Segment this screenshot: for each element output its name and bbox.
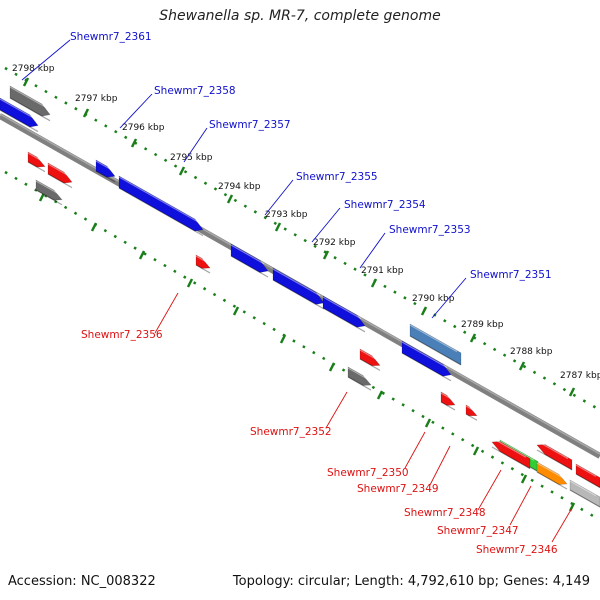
gene-block-red-6 (575, 463, 600, 489)
map-title: Shewanella sp. MR-7, complete genome (159, 8, 441, 24)
callout-line (264, 179, 294, 216)
gene-block-2354 (272, 267, 325, 310)
tick-mark (90, 222, 98, 232)
gene-block-2357 (118, 175, 204, 237)
gene-labels: Shewmr7_2361Shewmr7_2358Shewmr7_2357Shew… (70, 31, 558, 556)
gene-block-2352f (401, 340, 452, 382)
callout-line (154, 292, 179, 334)
gene-label[interactable]: Shewmr7_2348 (404, 507, 486, 519)
tick-mark (22, 77, 30, 87)
gene-label[interactable]: Shewmr7_2349 (357, 483, 439, 495)
gene-block-2357-small (95, 159, 116, 183)
gene-block-red-4 (491, 437, 531, 470)
gene-block-2353 (322, 295, 366, 333)
summary-text: Topology: circular; Length: 4,792,610 bp… (232, 574, 590, 589)
gene-block-2355 (230, 243, 269, 278)
gene-block-2350 (440, 391, 456, 411)
gene-block-2347 (536, 461, 568, 490)
tick-mark (178, 166, 186, 176)
gene-block-grey-2 (35, 179, 63, 206)
gene-block-2361 (9, 85, 51, 122)
callout-line (311, 207, 341, 243)
tick-mark (472, 446, 480, 456)
callout-line (21, 39, 71, 81)
tick-mark (469, 333, 477, 343)
kbp-label: 2792 kbp (313, 238, 356, 248)
accession-text: Accession: NC_008322 (8, 574, 156, 589)
gene-block-2358a (0, 97, 39, 133)
kbp-label: 2787 kbp (560, 371, 600, 381)
gene-label[interactable]: Shewmr7_2350 (327, 467, 409, 479)
kbp-label: 2788 kbp (510, 347, 553, 357)
tick-mark (226, 194, 234, 204)
gene-label[interactable]: Shewmr7_2351 (470, 269, 552, 281)
gene-block-2352 (347, 366, 372, 391)
tick-mark (568, 387, 576, 397)
gene-label[interactable]: Shewmr7_2357 (209, 119, 291, 131)
kbp-labels: 2798 kbp 2797 kbp 2796 kbp 2795 kbp 2794 kbp… (12, 64, 600, 381)
kbp-label: 2797 kbp (75, 94, 118, 104)
outer-tick-track (4, 66, 600, 412)
major-ticks (22, 77, 576, 512)
callout-line (509, 485, 532, 526)
gene-label[interactable]: Shewmr7_2346 (476, 544, 558, 556)
gene-block-2349 (465, 404, 478, 421)
tick-mark (138, 250, 146, 260)
tick-mark (420, 306, 428, 316)
gene-label[interactable]: Shewmr7_2352 (250, 426, 332, 438)
callout-line (325, 391, 348, 429)
gene-label[interactable]: Shewmr7_2347 (437, 525, 519, 537)
kbp-label: 2795 kbp (170, 153, 213, 163)
kbp-label: 2798 kbp (12, 64, 55, 74)
gene-label[interactable]: Shewmr7_2356 (81, 329, 163, 341)
gene-block-red-3 (359, 348, 381, 371)
gene-block-2356 (195, 254, 211, 274)
tick-mark (186, 278, 194, 288)
gene-block-red-1 (27, 151, 46, 173)
tick-mark (274, 222, 282, 232)
callout-line (477, 469, 502, 511)
gene-label[interactable]: Shewmr7_2353 (389, 224, 471, 236)
callout-line (119, 93, 153, 129)
kbp-label: 2789 kbp (461, 320, 504, 330)
gene-blocks (0, 85, 600, 508)
gene-block-red-2 (47, 162, 73, 189)
tick-mark (232, 306, 240, 316)
gene-label[interactable]: Shewmr7_2361 (70, 31, 152, 43)
tick-mark (376, 390, 384, 400)
tick-mark (279, 334, 287, 344)
kbp-label: 2791 kbp (361, 266, 404, 276)
callout-line (404, 431, 426, 469)
tick-mark (424, 418, 432, 428)
callout-line (551, 507, 573, 543)
callout-line (429, 445, 451, 486)
callout-line (431, 277, 467, 319)
gene-label[interactable]: Shewmr7_2355 (296, 171, 378, 183)
gene-block-2346 (569, 479, 600, 508)
kbp-label: 2790 kbp (412, 294, 455, 304)
gene-block-2351 (409, 323, 462, 366)
tick-mark (82, 108, 90, 118)
tick-mark (370, 278, 378, 288)
callout-lines (21, 39, 573, 543)
callout-line (183, 127, 208, 163)
tick-mark (520, 474, 528, 484)
kbp-label: 2793 kbp (265, 210, 308, 220)
gene-label[interactable]: Shewmr7_2354 (344, 199, 426, 211)
callout-line (359, 232, 386, 269)
gene-block-red-5 (536, 440, 573, 471)
gene-label[interactable]: Shewmr7_2358 (154, 85, 236, 97)
kbp-label: 2794 kbp (218, 182, 261, 192)
tick-mark (322, 250, 330, 260)
tick-mark (328, 362, 336, 372)
tick-mark (518, 361, 526, 371)
tick-mark (38, 192, 46, 202)
tick-mark (130, 138, 138, 148)
kbp-label: 2796 kbp (122, 123, 165, 133)
